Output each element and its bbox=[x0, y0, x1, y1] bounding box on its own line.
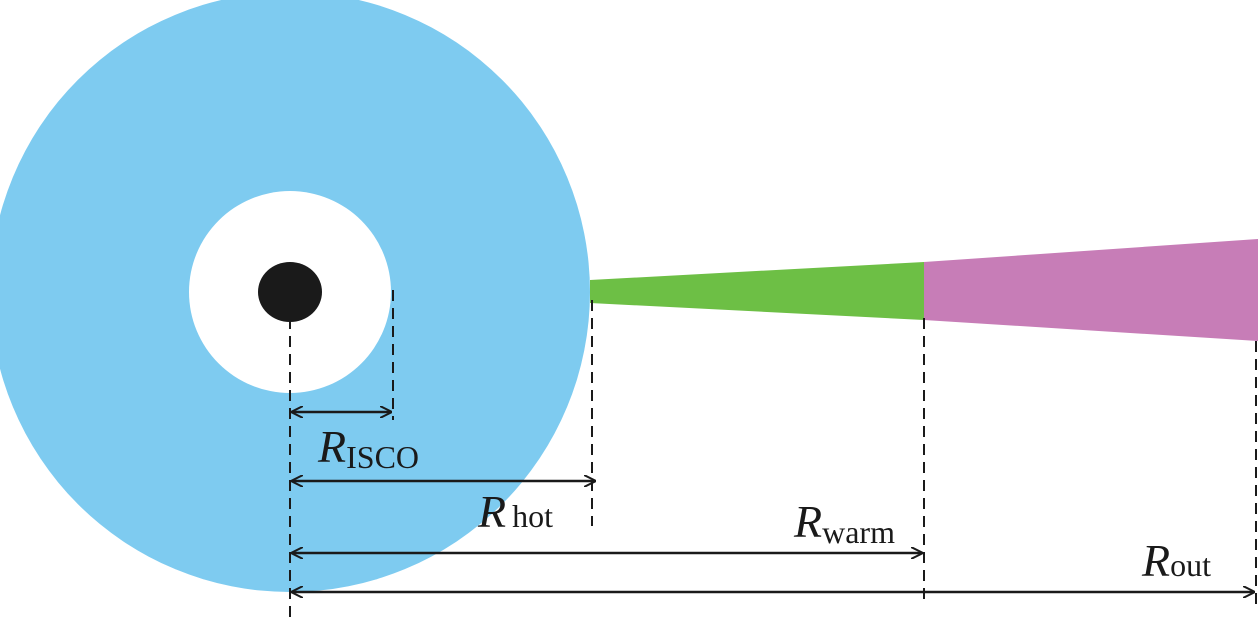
black-hole bbox=[258, 262, 322, 322]
r-isco-label: RISCO bbox=[317, 421, 419, 475]
warm-disc-region bbox=[590, 262, 924, 320]
r-out-label: Rout bbox=[1141, 535, 1211, 586]
outer-disc-region bbox=[924, 239, 1258, 341]
r-warm-label: Rwarm bbox=[793, 496, 895, 550]
